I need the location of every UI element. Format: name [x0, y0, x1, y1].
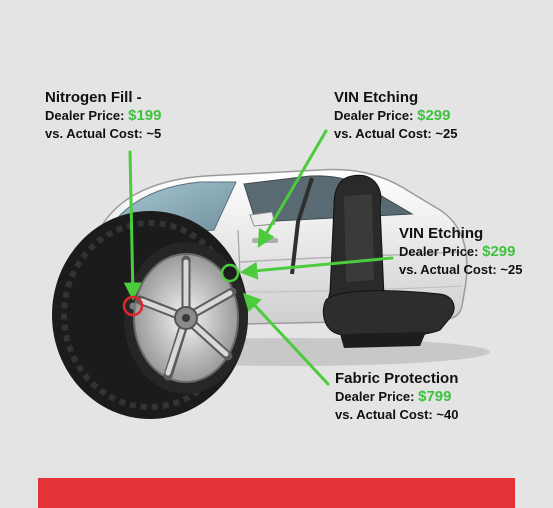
cost-label: vs. Actual Cost:: [45, 125, 143, 141]
price-label: Dealer Price:: [399, 244, 479, 260]
callout-title: VIN Etching: [399, 225, 484, 242]
dealer-price: $199: [128, 107, 162, 125]
callout-nitrogen-fill: Nitrogen Fill - Dealer Price: $199 vs. A…: [45, 89, 162, 141]
dealer-price: $299: [417, 107, 451, 125]
tire: [52, 211, 248, 419]
actual-cost: ~25: [500, 261, 523, 277]
actual-cost: ~5: [146, 125, 162, 141]
callout-title: Fabric Protection: [335, 370, 459, 387]
callout-vin-etching-top: VIN Etching Dealer Price: $299 vs. Actua…: [334, 89, 457, 141]
vin-etching-arrow-top: [257, 129, 328, 248]
fabric-protection-arrow: [242, 292, 330, 386]
actual-cost: ~40: [436, 406, 459, 422]
actual-cost: ~25: [435, 125, 458, 141]
dealer-price: $299: [482, 243, 516, 261]
callout-fabric-protection: Fabric Protection Dealer Price: $799 vs.…: [335, 370, 458, 422]
callout-vin-etching-side: VIN Etching Dealer Price: $299 vs. Actua…: [399, 225, 522, 277]
cost-label: vs. Actual Cost:: [334, 125, 432, 141]
price-label: Dealer Price:: [45, 108, 125, 124]
callout-title: VIN Etching: [334, 89, 419, 106]
cost-label: vs. Actual Cost:: [335, 406, 433, 422]
footer-bar: [38, 478, 515, 508]
price-label: Dealer Price:: [334, 108, 414, 124]
tire-valve-marker-icon: [122, 295, 144, 317]
vin-etching-arrow-side: [239, 256, 394, 280]
callout-arrows: [123, 129, 394, 386]
callout-title: Nitrogen Fill -: [45, 89, 142, 106]
nitrogen-arrow: [123, 150, 142, 301]
cost-label: vs. Actual Cost:: [399, 261, 497, 277]
price-label: Dealer Price:: [335, 389, 415, 405]
dealer-price: $799: [418, 388, 452, 406]
door-marker-icon: [220, 263, 240, 283]
